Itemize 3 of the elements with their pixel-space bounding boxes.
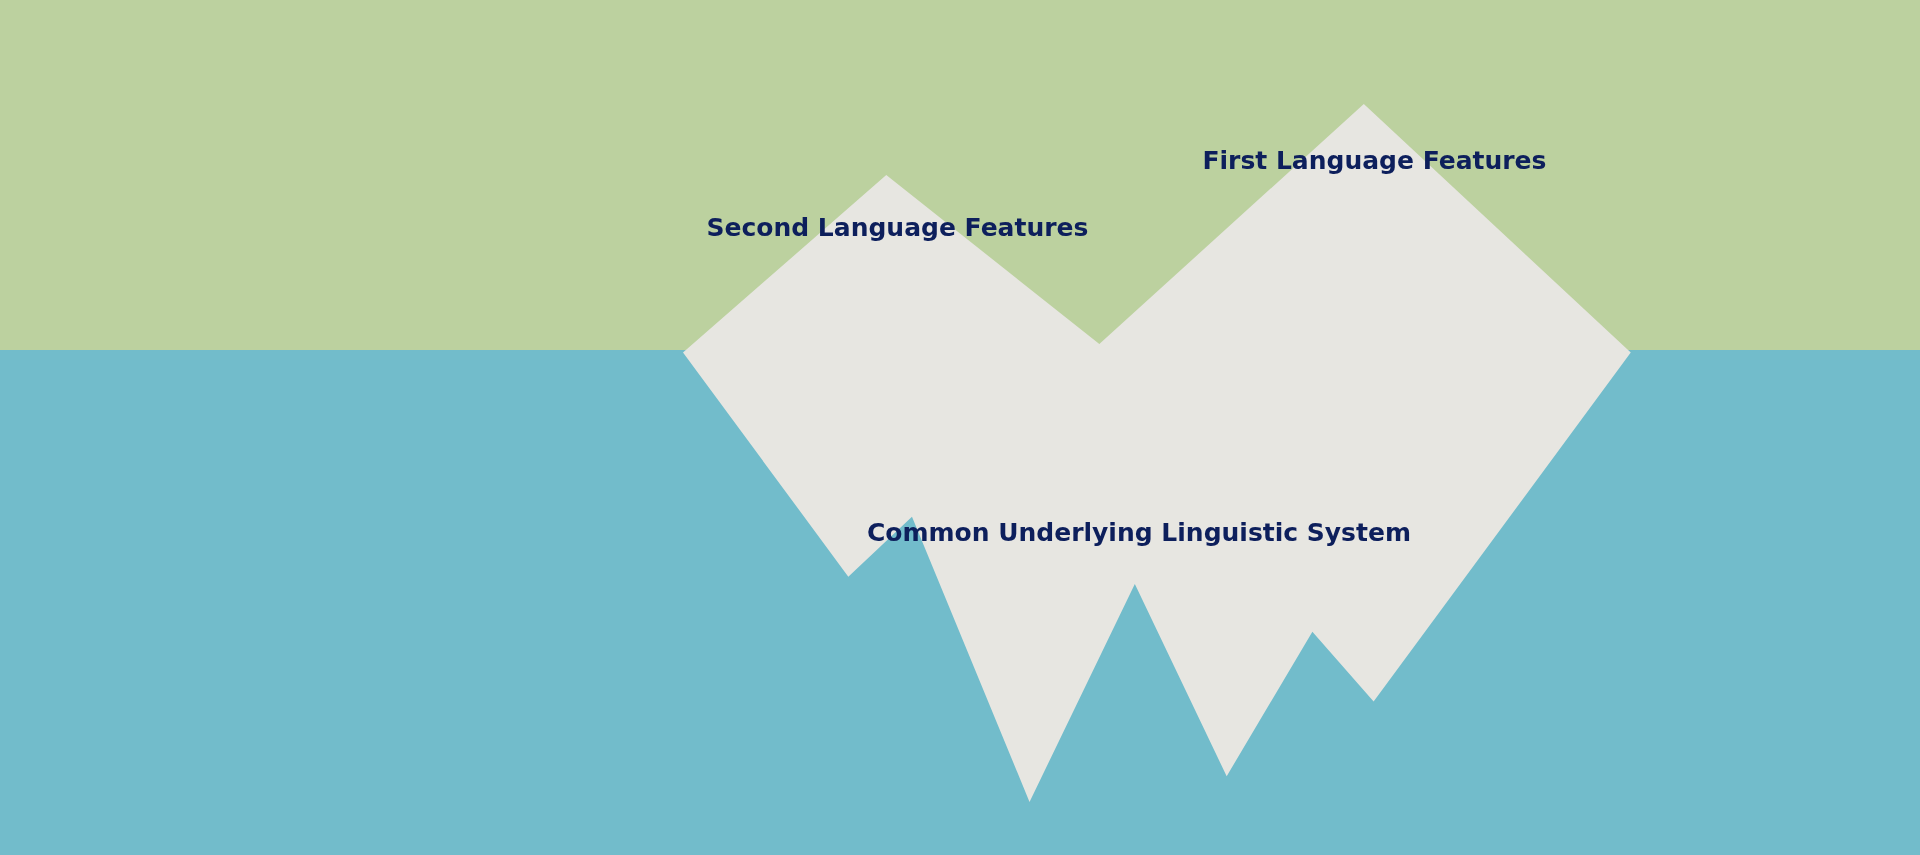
feature-label: Common Underlying Linguistic System — [866, 517, 1411, 548]
feature-label: First Language Features — [1202, 145, 1547, 176]
feature-label: Second Language Features — [706, 213, 1089, 244]
